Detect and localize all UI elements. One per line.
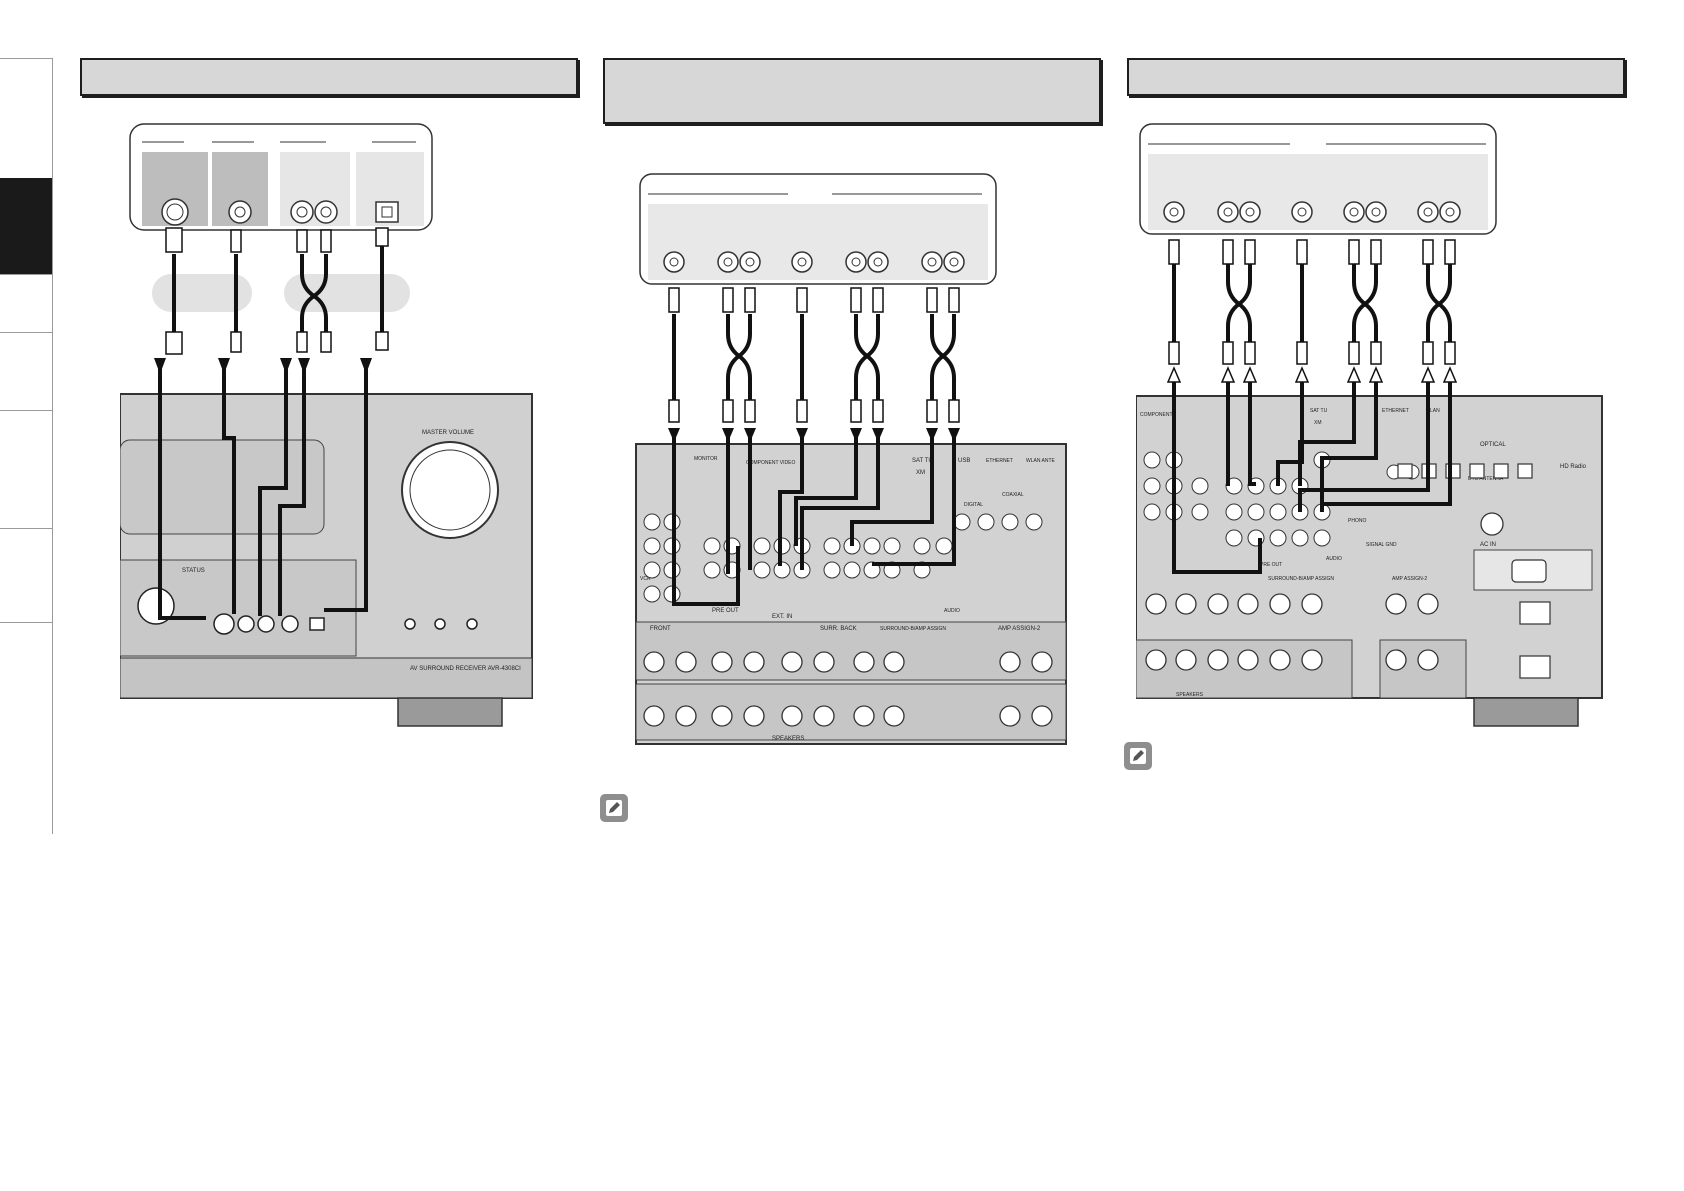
side-tab-6[interactable] bbox=[0, 528, 52, 623]
audio-right-label: AUDIO bbox=[1326, 556, 1342, 562]
surr-back-label: SURR. BACK bbox=[820, 626, 857, 632]
sat-tu-right-label: SAT TU bbox=[1310, 408, 1328, 414]
signal-gnd-label: SIGNAL GND bbox=[1366, 542, 1397, 548]
status-label: STATUS bbox=[182, 568, 205, 574]
vcr-label: VCR bbox=[640, 576, 651, 582]
digital-label: DIGITAL bbox=[964, 502, 983, 508]
amp-assign-2-label: AMP ASSIGN-2 bbox=[998, 626, 1041, 632]
sat-tu-label: SAT TU bbox=[912, 458, 933, 464]
amp-assign-2-right-label: AMP ASSIGN-2 bbox=[1392, 576, 1427, 582]
front-panel-connection-diagram: MASTER VOLUME STATUS AV SURROUND RECEIVE… bbox=[120, 118, 590, 738]
phono-label: PHONO bbox=[1348, 518, 1366, 524]
side-tab-3[interactable] bbox=[0, 274, 52, 333]
section-header-left bbox=[80, 58, 578, 96]
pre-out-label: PRE OUT bbox=[712, 608, 739, 614]
speakers-label: SPEAKERS bbox=[772, 736, 804, 742]
model-label: AV SURROUND RECEIVER AVR-4308CI bbox=[410, 666, 521, 672]
coaxial-label: COAXIAL bbox=[1002, 492, 1024, 498]
pre-out-connection-diagram: FRONT SURR. BACK SURROUND-B/AMP ASSIGN A… bbox=[632, 172, 1072, 752]
side-tab-2-active[interactable] bbox=[0, 178, 52, 275]
surround-amp-assign-right-label: SURROUND-B/AMP ASSIGN bbox=[1268, 576, 1334, 582]
wlan-label: WLAN ANTE bbox=[1026, 458, 1056, 464]
surround-amp-assign-label: SURROUND-B/AMP ASSIGN bbox=[880, 626, 946, 632]
pre-out-right-label: PRE OUT bbox=[1260, 562, 1282, 568]
side-tab-4[interactable] bbox=[0, 332, 52, 411]
ethernet-label: ETHERNET bbox=[986, 458, 1013, 464]
section-header-center bbox=[603, 58, 1101, 124]
section-header-right bbox=[1127, 58, 1625, 96]
audio-label: AUDIO bbox=[944, 608, 960, 614]
dtu-antenna-label: DTU ANTENNA bbox=[1468, 476, 1504, 482]
component-video-label: COMPONENT VIDEO bbox=[746, 460, 795, 466]
side-nav bbox=[0, 58, 53, 834]
xm-label: XM bbox=[916, 470, 925, 476]
ethernet-right-label: ETHERNET bbox=[1382, 408, 1409, 414]
side-tab-1[interactable] bbox=[0, 58, 52, 169]
side-tab-5[interactable] bbox=[0, 410, 52, 529]
front-label: FRONT bbox=[650, 626, 671, 632]
usb-label: USB bbox=[958, 458, 970, 464]
component-label: COMPONENT bbox=[1140, 412, 1173, 418]
master-volume-label: MASTER VOLUME bbox=[422, 430, 474, 436]
speakers-right-label: SPEAKERS bbox=[1176, 692, 1204, 698]
note-pencil-icon-center bbox=[600, 794, 628, 822]
lan-label: LAN bbox=[1430, 408, 1440, 414]
ac-in-label: AC IN bbox=[1480, 542, 1496, 548]
xm-right-label: XM bbox=[1314, 420, 1322, 426]
optical-label: OPTICAL bbox=[1480, 442, 1506, 448]
monitor-label: MONITOR bbox=[694, 456, 718, 462]
note-pencil-icon-right bbox=[1124, 742, 1152, 770]
hd-radio-label: HD Radio bbox=[1560, 464, 1587, 470]
ext-in-connection-diagram: COMPONENT OPTICAL HD Radio DTU ANTENNA A… bbox=[1136, 120, 1622, 740]
ext-in-label: EXT. IN bbox=[772, 614, 792, 620]
side-tab-7[interactable] bbox=[0, 622, 52, 715]
